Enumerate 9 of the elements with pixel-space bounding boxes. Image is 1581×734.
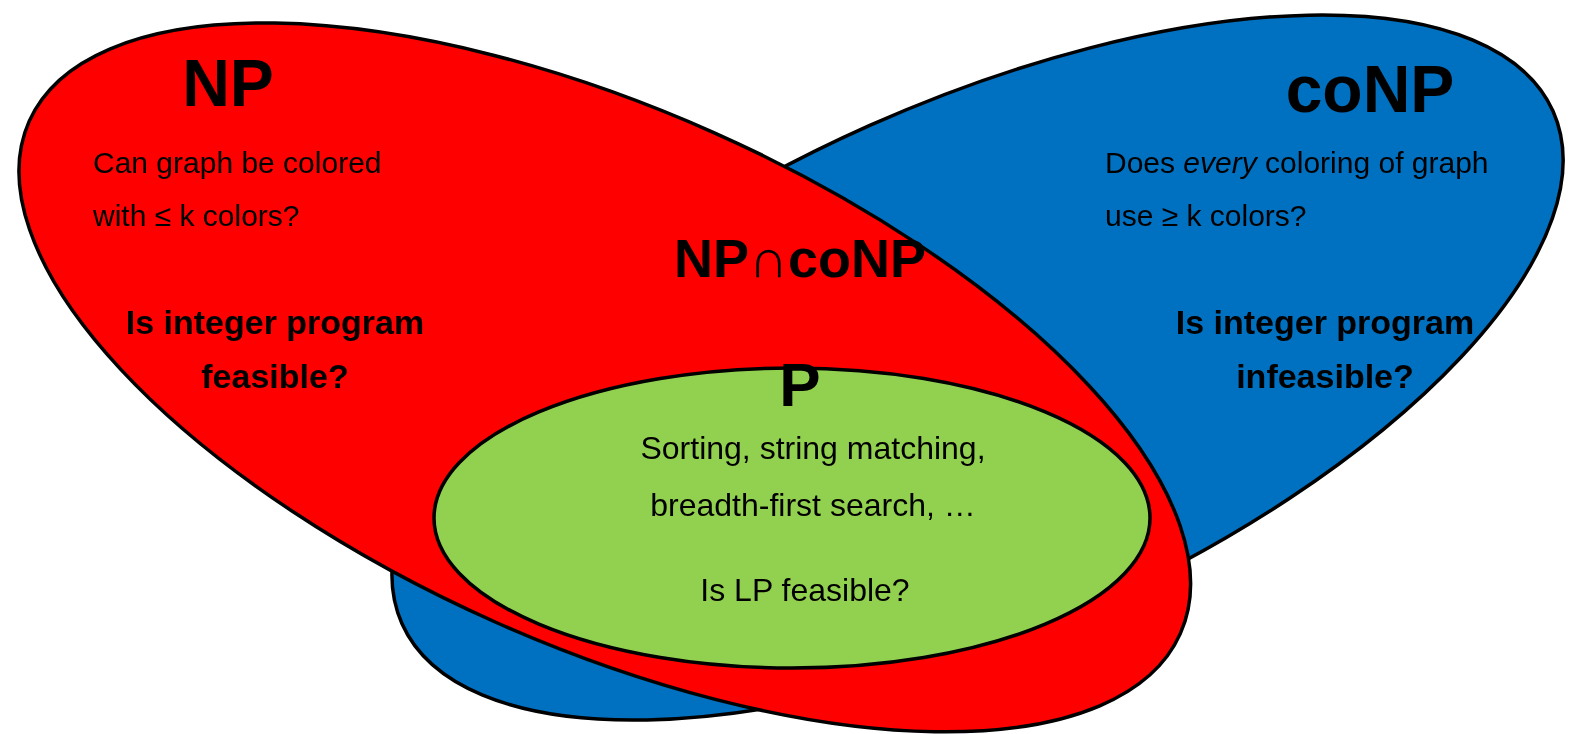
problem-text: Is LP feasible? (699, 571, 911, 610)
problem-text: Does every coloring of graph use ≥ k colors? (1105, 145, 1490, 234)
intersection-label: NP∩coNP (672, 228, 927, 288)
problem-text: Is integer program infeasible? (1174, 302, 1476, 397)
problem-text: Sorting, string matching, breadth-first search, … (639, 429, 987, 525)
problem-text: Is integer program feasible? (124, 302, 426, 397)
set-title: NP (181, 48, 275, 118)
set-title: coNP (1284, 54, 1456, 124)
problem-text: Can graph be colored with ≤ k colors? (93, 145, 383, 234)
